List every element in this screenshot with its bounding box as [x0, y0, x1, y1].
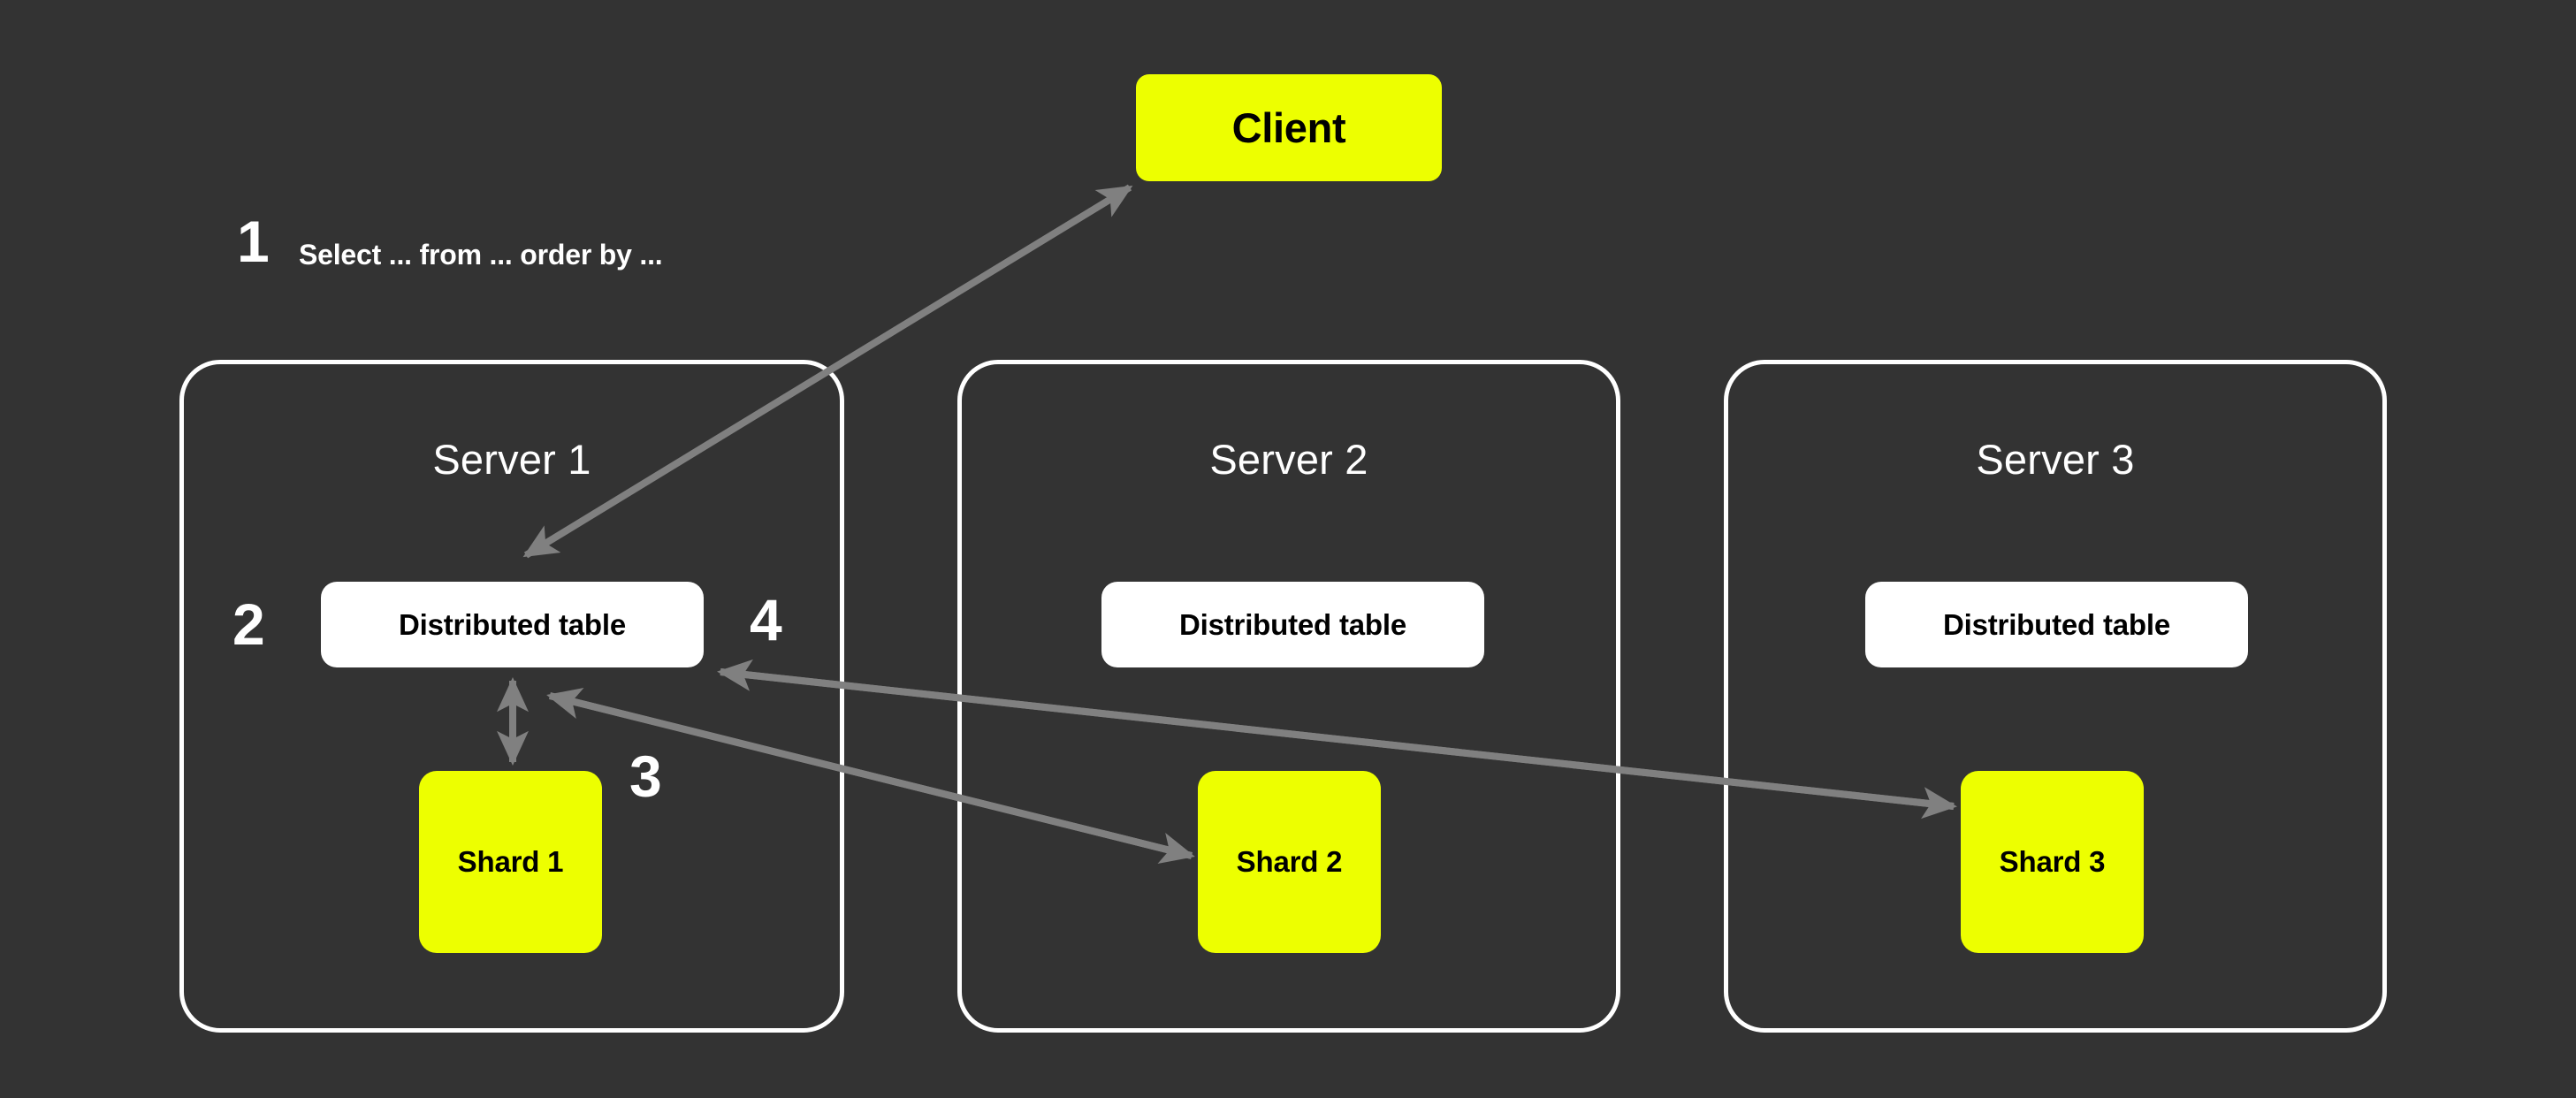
client-box[interactable]: Client [1136, 74, 1442, 181]
distributed-table-label-3: Distributed table [1943, 607, 2170, 641]
shard-label-2: Shard 2 [1236, 845, 1343, 878]
shard-label-3: Shard 3 [1999, 845, 2106, 878]
distributed-table-server-1[interactable]: Distributed table [321, 582, 704, 667]
distributed-table-server-2[interactable]: Distributed table [1101, 582, 1484, 667]
shard-box-3[interactable]: Shard 3 [1961, 771, 2144, 953]
server-title-3: Server 3 [1976, 436, 2135, 483]
distributed-table-label-1: Distributed table [399, 607, 626, 641]
shard-box-2[interactable]: Shard 2 [1198, 771, 1381, 953]
step-number-3: 3 [629, 743, 662, 809]
shard-box-1[interactable]: Shard 1 [419, 771, 602, 953]
step-number-1: 1 [237, 209, 270, 274]
distributed-table-label-2: Distributed table [1179, 607, 1406, 641]
server-title-1: Server 1 [432, 436, 591, 483]
step-number-2: 2 [232, 591, 265, 657]
query-caption: Select ... from ... order by ... [299, 239, 663, 271]
step-number-4: 4 [750, 587, 782, 652]
shard-label-1: Shard 1 [457, 845, 564, 878]
client-label: Client [1231, 104, 1346, 151]
server-title-2: Server 2 [1209, 436, 1368, 483]
distributed-table-server-3[interactable]: Distributed table [1865, 582, 2248, 667]
